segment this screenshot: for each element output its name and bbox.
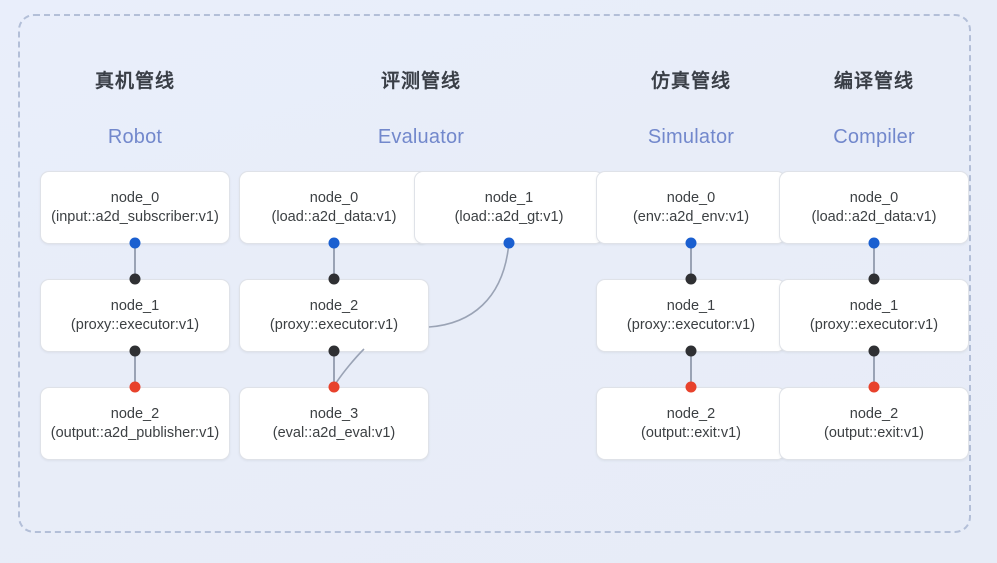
column-subtitle-simulator: Simulator [647, 126, 735, 148]
port-dot-input-evaluator-2[interactable] [328, 273, 340, 285]
node-spec: (env::a2d_env:v1) [632, 209, 750, 225]
curved-edge-executor-to-eval [333, 348, 365, 387]
column-subtitle-robot: Robot [107, 126, 163, 148]
column-subtitle-compiler: Compiler [833, 126, 915, 148]
port-dot-input-simulator-2[interactable] [685, 381, 697, 393]
node-compiler-0[interactable]: node_0 (load::a2d_data:v1) [779, 171, 969, 244]
port-dot-output-evaluator-2[interactable] [328, 345, 340, 357]
column-subtitle-evaluator: Evaluator [377, 126, 465, 148]
edge-simulator-0-1 [690, 242, 692, 279]
node-simulator-2[interactable]: node_2 (output::exit:v1) [596, 387, 786, 460]
node-name: node_1 [849, 297, 899, 314]
node-robot-2[interactable]: node_2 (output::a2d_publisher:v1) [40, 387, 230, 460]
curved-edge-gt-to-executor [428, 241, 510, 328]
node-name: node_0 [666, 189, 716, 206]
port-dot-output-simulator-1[interactable] [685, 345, 697, 357]
port-dot-output-simulator-0[interactable] [685, 237, 697, 249]
node-evaluator-1[interactable]: node_1 (load::a2d_gt:v1) [414, 171, 604, 244]
node-spec: (proxy::executor:v1) [70, 317, 200, 333]
node-simulator-1[interactable]: node_1 (proxy::executor:v1) [596, 279, 786, 352]
node-name: node_2 [309, 297, 359, 314]
node-name: node_0 [110, 189, 160, 206]
port-dot-input-robot-2[interactable] [129, 381, 141, 393]
column-title-robot: 真机管线 [94, 71, 176, 92]
node-compiler-2[interactable]: node_2 (output::exit:v1) [779, 387, 969, 460]
node-name: node_3 [309, 405, 359, 422]
node-spec: (output::exit:v1) [641, 425, 741, 441]
node-name: node_0 [849, 189, 899, 206]
port-dot-input-simulator-1[interactable] [685, 273, 697, 285]
edge-evaluator-0-2 [333, 242, 335, 279]
node-name: node_2 [849, 405, 899, 422]
node-spec: (proxy::executor:v1) [626, 317, 756, 333]
node-evaluator-0[interactable]: node_0 (load::a2d_data:v1) [239, 171, 429, 244]
edge-robot-1-2 [134, 350, 136, 388]
edge-compiler-1-2 [873, 350, 875, 388]
edge-robot-0-1 [134, 242, 136, 279]
node-name: node_0 [309, 189, 359, 206]
edge-compiler-0-1 [873, 242, 875, 279]
node-spec: (proxy::executor:v1) [809, 317, 939, 333]
node-spec: (input::a2d_subscriber:v1) [51, 209, 219, 225]
node-simulator-0[interactable]: node_0 (env::a2d_env:v1) [596, 171, 786, 244]
node-robot-1[interactable]: node_1 (proxy::executor:v1) [40, 279, 230, 352]
node-name: node_1 [484, 189, 534, 206]
port-dot-input-robot-1[interactable] [129, 273, 141, 285]
node-compiler-1[interactable]: node_1 (proxy::executor:v1) [779, 279, 969, 352]
port-dot-output-robot-1[interactable] [129, 345, 141, 357]
node-name: node_2 [666, 405, 716, 422]
port-dot-output-evaluator-1[interactable] [503, 237, 515, 249]
node-evaluator-2[interactable]: node_2 (proxy::executor:v1) [239, 279, 429, 352]
column-title-compiler: 编译管线 [833, 71, 915, 92]
node-name: node_1 [666, 297, 716, 314]
node-spec: (load::a2d_gt:v1) [454, 209, 564, 225]
node-spec: (eval::a2d_eval:v1) [272, 425, 396, 441]
port-dot-input-compiler-2[interactable] [868, 381, 880, 393]
node-robot-0[interactable]: node_0 (input::a2d_subscriber:v1) [40, 171, 230, 244]
port-dot-output-evaluator-0[interactable] [328, 237, 340, 249]
port-dot-output-compiler-0[interactable] [868, 237, 880, 249]
port-dot-output-robot-0[interactable] [129, 237, 141, 249]
edge-simulator-1-2 [690, 350, 692, 388]
node-spec: (output::exit:v1) [824, 425, 924, 441]
node-evaluator-3[interactable]: node_3 (eval::a2d_eval:v1) [239, 387, 429, 460]
column-title-evaluator: 评测管线 [380, 71, 462, 92]
node-name: node_1 [110, 297, 160, 314]
column-title-simulator: 仿真管线 [650, 71, 732, 92]
node-spec: (load::a2d_data:v1) [271, 209, 397, 225]
port-dot-input-evaluator-3[interactable] [328, 381, 340, 393]
node-spec: (load::a2d_data:v1) [811, 209, 937, 225]
node-spec: (proxy::executor:v1) [269, 317, 399, 333]
node-name: node_2 [110, 405, 160, 422]
port-dot-input-compiler-1[interactable] [868, 273, 880, 285]
node-spec: (output::a2d_publisher:v1) [50, 425, 220, 441]
port-dot-output-compiler-1[interactable] [868, 345, 880, 357]
